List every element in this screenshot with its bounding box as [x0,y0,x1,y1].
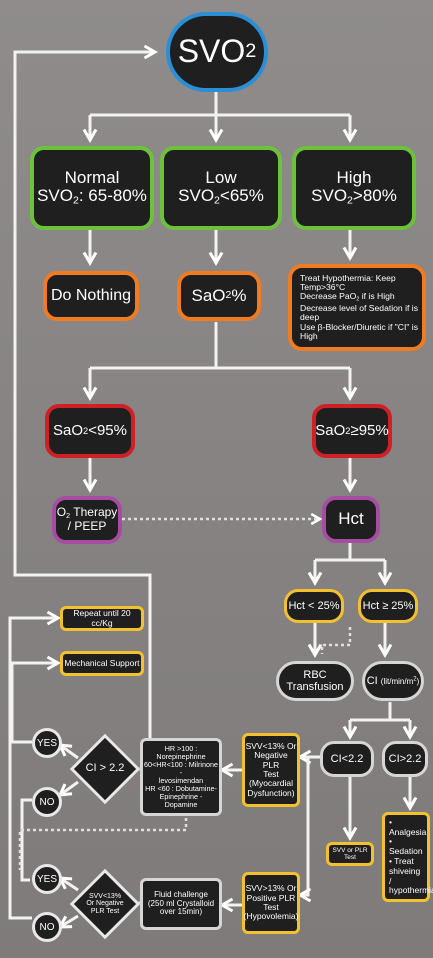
treat-node: Treat Hypothermia: Keep Temp>36°C Decrea… [288,264,426,351]
do-nothing-node: Do Nothing [43,271,139,321]
hct-ge25-node: Hct ≥ 25% [358,589,418,623]
svo2-label: SVO [177,33,246,70]
treat-line-3: Decrease level of Sedation if is deep [300,302,418,323]
no-circle-2: NO [32,912,62,942]
sao2-label: SaO [191,285,226,305]
hct-ge25-label: Hct ≥ 25% [362,599,414,612]
ci-lt22-node: CI<2.2 [320,741,374,777]
ci-gt22-node: CI>2.2 [382,741,428,777]
hct-lt25-label: Hct < 25% [288,599,340,612]
inotrope-node: HR >100 : Norepinephrine 60<HR<100 : Mil… [140,738,222,816]
no-circle-1: NO [32,787,62,817]
low-title: Low [205,167,237,187]
repeat-label: Repeat until 20 cc/Kg [73,608,131,628]
high-title: High [336,167,372,187]
svv-gt13-node: SVV>13% Or Positive PLR Test (Hypovolemi… [242,872,300,934]
o2-therapy-line-2: / PEEP [67,519,107,534]
normal-title: Normal [64,167,120,187]
ci-gt22-label: CI>2.2 [388,752,422,765]
svv-lt13-node: SVV<13% Or Negative PLR Test (Myocardial… [242,733,300,807]
hct-node: Hct [322,496,380,543]
sao2-lt95-label: SaO [53,421,84,439]
rbc-transfusion-label: RBC Transfusion [286,668,344,693]
analgesia-node: • Analgesia • Sedation • Treat shiveing … [382,812,433,902]
rbc-transfusion-node: RBC Transfusion [276,661,354,701]
yes-circle-1: YES [32,728,62,758]
high-range: SVO2>80% [311,186,397,207]
ci-lt22-label: CI<2.2 [330,752,364,765]
ci-node: CI (lit/min/m2) [362,661,424,701]
svv-or-plr-label: SVV or PLR Test [332,846,368,861]
treat-line-4: Use β-Blocker/Diuretic if "CI" is High [300,321,419,341]
treat-line-2: Decrease PaO2 if is High [300,291,395,303]
fluid-challenge-node: Fluid challenge (250 ml Crystalloid over… [140,878,222,930]
repeat-node: Repeat until 20 cc/Kg [60,606,144,631]
low-range: SVO2<65% [178,186,264,207]
treat-line-1: Treat Hypothermia: Keep Temp>36°C [300,272,396,292]
o2-therapy-node: O2 Therapy / PEEP [52,496,122,544]
o2-therapy-line-1: O2 Therapy [56,505,118,521]
yes-circle-2: YES [32,864,62,894]
ci-label: CI (lit/min/m2) [366,674,420,687]
do-nothing-label: Do Nothing [50,287,132,305]
mechanical-support-node: Mechanical Support [60,651,144,676]
high-node: High SVO2>80% [292,146,416,230]
sao2-ge95-label: SaO [315,421,346,439]
normal-node: Normal SVO2: 65-80% [30,146,154,230]
normal-range: SVO2: 65-80% [37,186,147,207]
hct-lt25-node: Hct < 25% [284,589,344,623]
ci-decision-label: CI > 2.2 [85,762,125,775]
hct-label: Hct [338,509,364,529]
low-node: Low SVO2<65% [160,146,282,230]
svv-or-plr-node: SVV or PLR Test [326,842,374,866]
mechanical-support-label: Mechanical Support [64,657,140,668]
